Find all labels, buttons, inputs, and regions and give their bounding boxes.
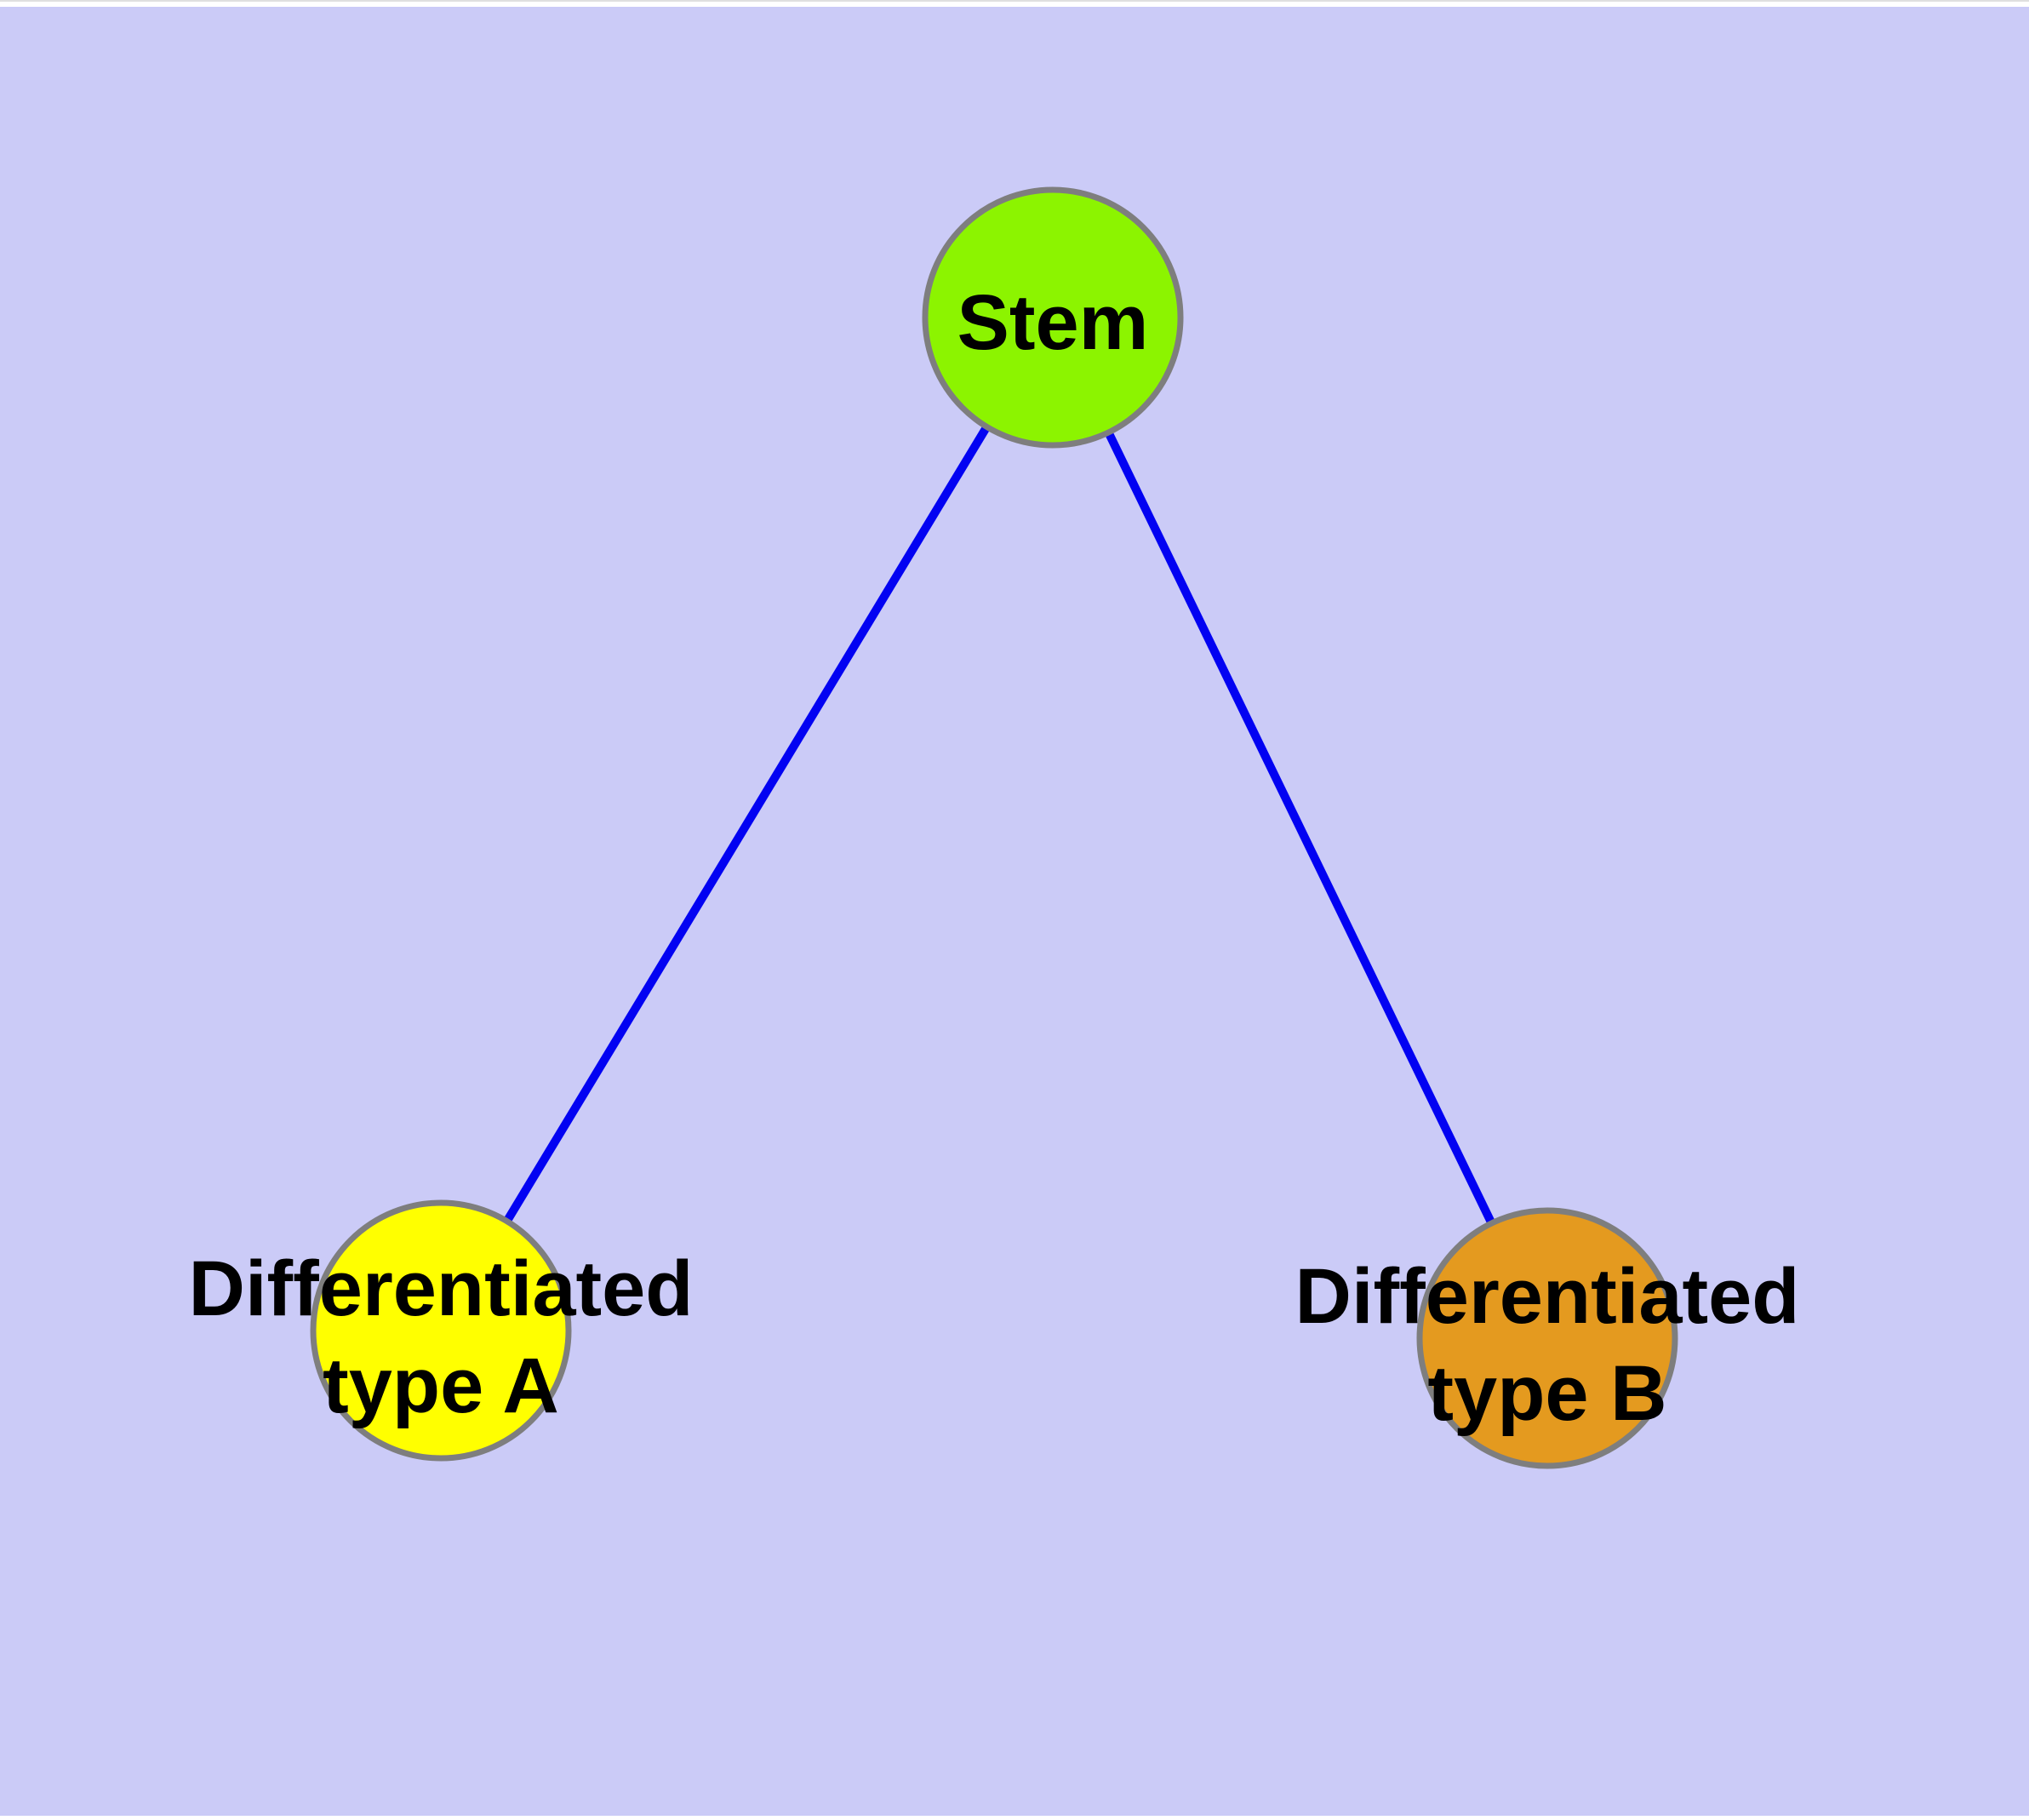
node-type-a-label: Differentiated type A — [189, 1245, 694, 1429]
node-stem-label-line-1: Stem — [957, 279, 1149, 366]
node-type-b-label-line-2: type B — [1427, 1350, 1666, 1437]
node-type-b-label-line-1: Differentiated — [1295, 1253, 1800, 1340]
node-type-b — [1416, 1207, 1678, 1469]
node-type-b-label: Differentiated type B — [1295, 1253, 1800, 1437]
node-type-a-label-line-2: type A — [323, 1342, 559, 1429]
edge-stem-to-type-a — [437, 315, 1057, 1333]
node-type-a-label-line-1: Differentiated — [189, 1245, 694, 1332]
node-stem — [922, 186, 1184, 449]
node-stem-circle — [922, 186, 1184, 449]
node-type-b-circle — [1416, 1207, 1678, 1469]
node-type-a — [310, 1199, 572, 1462]
node-type-a-circle — [310, 1199, 572, 1462]
node-stem-label: Stem — [957, 279, 1149, 366]
top-hairline — [0, 0, 2029, 2]
edge-stem-to-type-b — [1049, 315, 1552, 1341]
